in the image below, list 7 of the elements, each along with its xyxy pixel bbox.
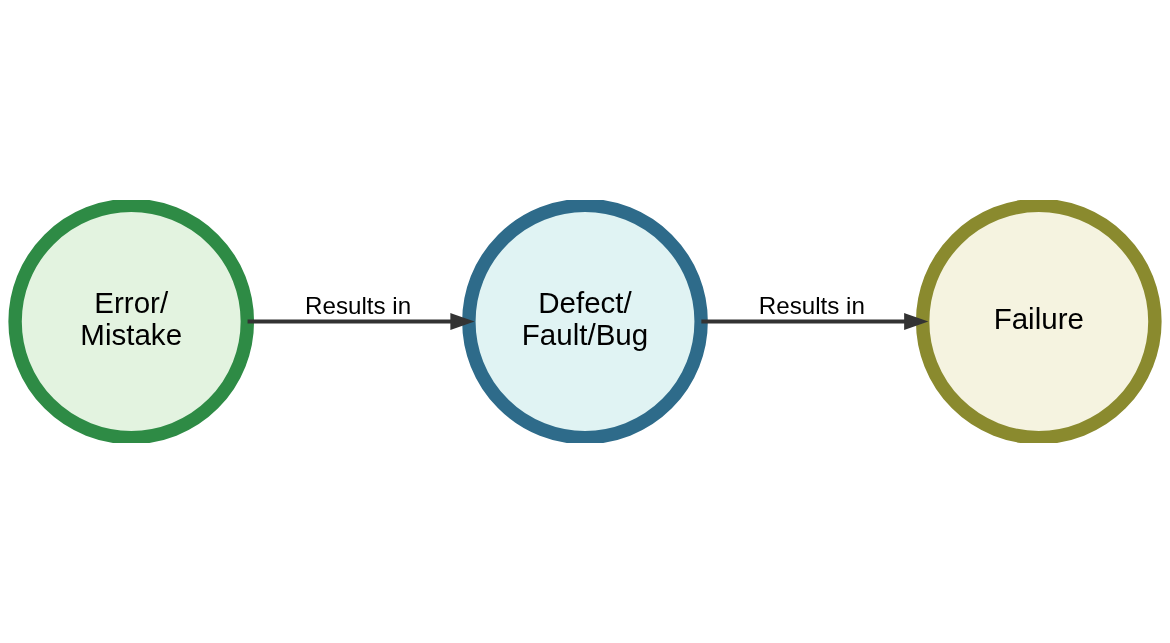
node-circle: Failure [915, 200, 1162, 443]
node-circle: Error/ Mistake [8, 200, 255, 443]
arrow [247, 313, 475, 330]
edge-label: Results in [305, 291, 412, 319]
arrow [701, 313, 929, 330]
edge-label: Results in [758, 291, 865, 319]
node-circle: Defect/ Fault/Bug [462, 200, 708, 443]
